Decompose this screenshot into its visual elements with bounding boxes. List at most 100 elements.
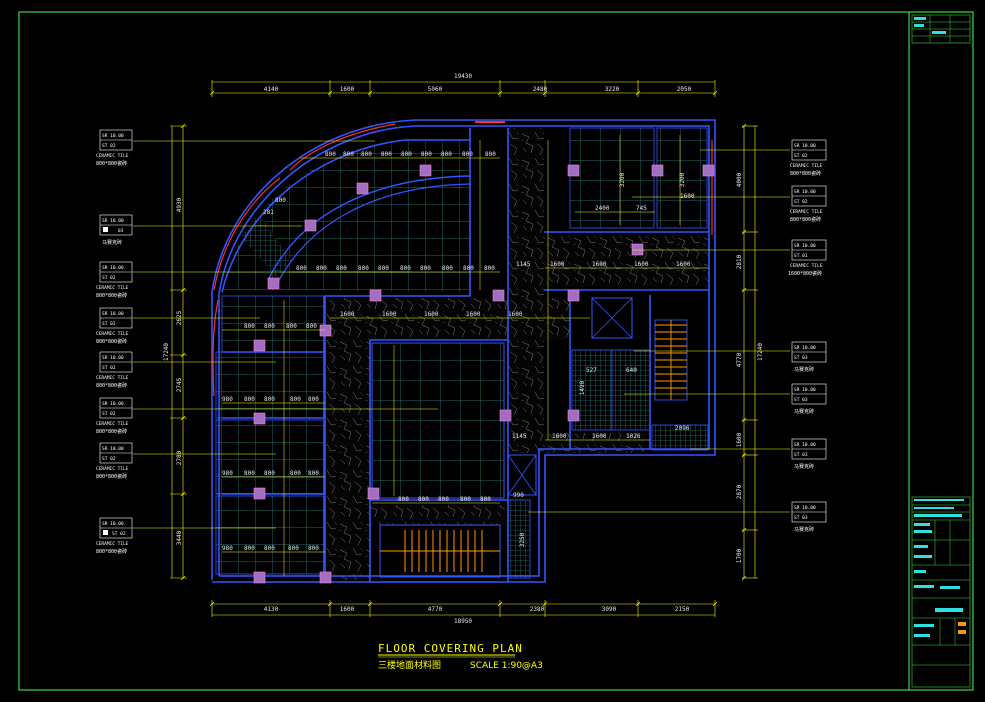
legend-tag-top: SR 10.00 [102,355,124,361]
stair-bottom [379,524,501,578]
legend-tag-material: CERAMIC TILE [790,163,823,169]
dim-lr1-800-c: 800 [286,323,297,330]
legend-tag-top: SR 10.00 [794,442,816,448]
building-walls [211,119,716,583]
legend-tag-top: SR 10.00 [102,401,124,407]
dim-row-800-10: 800 [484,265,495,272]
legend-tag-spec: 800*800瓷砖 [96,160,127,167]
legend-tag: SR 10.00 ST 03 马赛克砖 [791,438,827,470]
dim-right-3: 4770 [736,352,743,367]
legend-tag-code: ST 02 [794,199,808,205]
inner-arc-wall [267,175,471,281]
dim-lr1-800-d: 800 [306,323,317,330]
legend-tag: SR 10.00 ST 01 CERAMIC TILE 1600*800瓷砖 [788,239,827,277]
legend-tag: SR 10.00 ST 02 CERAMIC TILE 800*800瓷砖 [96,129,133,167]
legend-tag-material: CERAMIC TILE [96,285,129,291]
dim-row-800-5: 800 [378,265,389,272]
dim-right-2: 2810 [736,254,743,269]
dim-bottom-4: 2380 [530,606,545,613]
drawing-title-main: FLOOR COVERING PLAN [378,642,523,655]
dim-right-overall: 17240 [757,343,764,361]
dim-arc-800-4: 800 [381,151,392,158]
dim-lr3-800-b: 800 [264,470,275,477]
dim-1600-m1: 1600 [340,311,355,318]
legend-tag-code: ST 01 [794,253,808,259]
dim-lr2-800-b: 800 [264,396,275,403]
dim-left-overall: 17240 [163,343,170,361]
dim-1490: 1490 [579,380,586,395]
legend-tag-code: ST 03 [794,515,808,521]
legend-tag-top: SR 10.00 [794,143,816,149]
dim-left-4: 2780 [176,450,183,465]
legend-tag-material: CERAMIC TILE [790,263,823,269]
dim-top-5: 3220 [605,86,620,93]
dim-right-6: 1700 [736,548,743,563]
dim-640: 640 [626,367,637,374]
legend-tag-spec: 马赛克砖 [794,463,814,470]
legend-tag-material: CERAMIC TILE [96,331,129,337]
legend-tag-spec: 马赛克砖 [794,408,814,415]
upper-right-room-1 [569,127,655,229]
legend-tag-spec: 800*800瓷砖 [96,292,127,299]
dim-1600-m5: 1600 [508,311,523,318]
dim-1600-r4: 1600 [676,261,691,268]
legend-tag: SR 10.00 ST 03 马赛克砖 [791,341,827,373]
dim-lr2-980: 980 [222,396,233,403]
floor-plan [211,119,716,584]
dim-bottom-2: 1600 [340,606,355,613]
outer-red-arc-3 [289,123,396,171]
dim-1145-bot: 1145 [512,433,527,440]
legend-tag-top: SR 10.00 [102,521,124,527]
dim-arc-800-8: 800 [462,151,473,158]
legend-tag-material: CERAMIC TILE [96,153,129,159]
dim-cr-800-c: 800 [438,496,449,503]
dim-row-800-3: 800 [336,265,347,272]
legend-tag-code: ST 03 [794,397,808,403]
dim-arc-800-10: 800 [275,197,286,204]
dim-row-800-4: 800 [358,265,369,272]
outer-red-arc-2 [212,299,219,397]
legend-tag-material: CERAMIC TILE [96,375,129,381]
dim-1600-m4: 1600 [466,311,481,318]
legend-tag-top: SR 10.00 [102,133,124,139]
dim-3200-a: 3200 [619,172,626,187]
marble-corridor-middle [325,298,570,340]
dim-lr2-800-d: 800 [308,396,319,403]
dim-1600-ur: 1600 [680,193,695,200]
dim-lr3-800-a: 800 [244,470,255,477]
dim-bottom-overall: 18950 [454,618,472,625]
legend-tag: SR 10.00 ST 02 CERAMIC TILE 800*800瓷砖 [96,261,133,299]
dim-lr2-800-c: 800 [290,396,301,403]
dim-arc-800-2: 800 [343,151,354,158]
dim-cr-800-a: 800 [398,496,409,503]
dim-left-5: 3440 [176,530,183,545]
legend-tag-code: ST 02 [102,143,116,149]
legend-tag-code: ST 03 [794,452,808,458]
legend-tag-code: ST 02 [102,321,116,327]
legend-tag-material: CERAMIC TILE [96,466,129,472]
dim-3200-b: 3200 [679,172,686,187]
internal-dim-lines [222,135,709,576]
dim-lr2-800-a: 800 [244,396,255,403]
dim-top-2: 1600 [340,86,355,93]
dim-lr1-800-b: 800 [264,323,275,330]
dim-lr4-980: 980 [222,545,233,552]
shaft-1 [591,297,633,339]
dim-2096: 2096 [675,425,690,432]
marble-corridor-upper [544,232,709,287]
marble-landing [370,505,505,525]
dim-bottom-3: 4770 [428,606,443,613]
legend-tag-top: SR 10.00 [102,311,124,317]
internal-dim-labels: 800 800 800 800 800 800 800 800 800 800 … [222,151,695,552]
legend-tag-material: CERAMIC TILE [96,421,129,427]
legend-tag-spec: 800*800瓷砖 [96,338,127,345]
title-block [911,14,971,688]
legend-tag-top: SR 10.00 [794,387,816,393]
dim-arc-800-1: 800 [325,151,336,158]
legend-tag-code: ST 02 [102,275,116,281]
legend-tag-spec: 800*800瓷砖 [96,473,127,480]
dim-top-3: 5060 [428,86,443,93]
legend-tag-top: SR 10.00 [794,189,816,195]
dim-1600-r2: 1600 [592,261,607,268]
dim-cr-800-d: 800 [460,496,471,503]
